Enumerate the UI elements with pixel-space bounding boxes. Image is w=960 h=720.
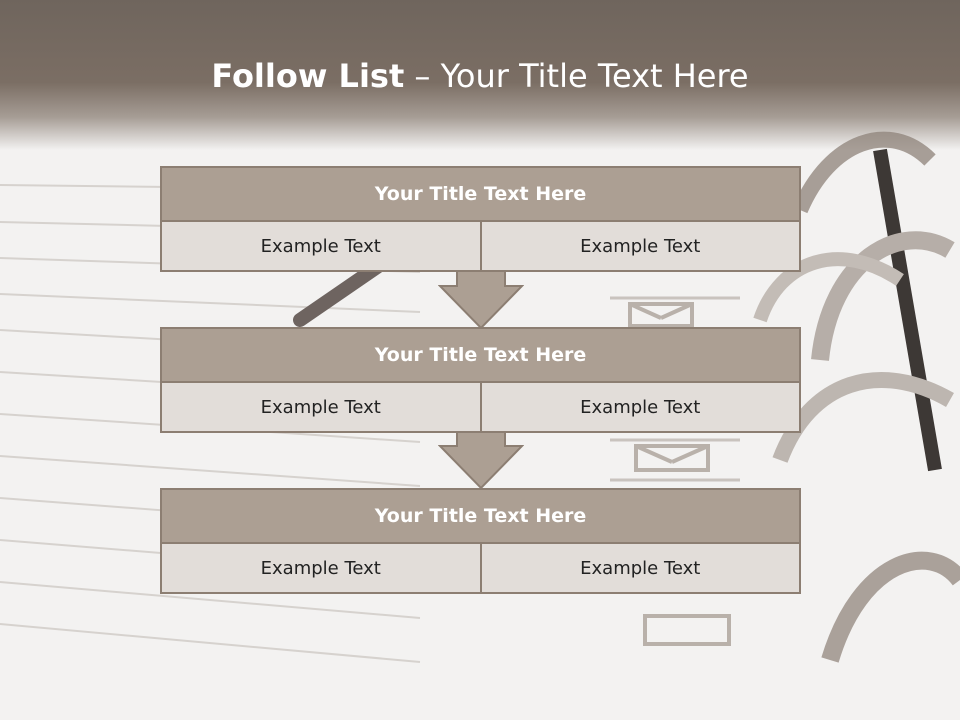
step-row: Example Text Example Text [160,383,801,433]
step-cell-left: Example Text [160,222,482,272]
step-title: Your Title Text Here [160,327,801,383]
slide-title-strong: Follow List [211,57,405,95]
slide-title: Follow List – Your Title Text Here [0,52,960,100]
step-title: Your Title Text Here [160,166,801,222]
title-band [0,0,960,150]
step-block-2: Your Title Text Here Example Text Exampl… [160,327,801,433]
slide-title-separator: – [414,57,431,95]
down-arrow-icon [438,429,524,490]
step-title: Your Title Text Here [160,488,801,544]
step-row: Example Text Example Text [160,222,801,272]
step-cell-left: Example Text [160,383,482,433]
slide-title-light: Your Title Text Here [440,57,749,95]
step-cell-right: Example Text [481,222,801,272]
step-block-3: Your Title Text Here Example Text Exampl… [160,488,801,594]
step-cell-right: Example Text [481,544,801,594]
step-row: Example Text Example Text [160,544,801,594]
step-cell-right: Example Text [481,383,801,433]
down-arrow-icon [438,269,524,330]
step-cell-left: Example Text [160,544,482,594]
step-block-1: Your Title Text Here Example Text Exampl… [160,166,801,272]
